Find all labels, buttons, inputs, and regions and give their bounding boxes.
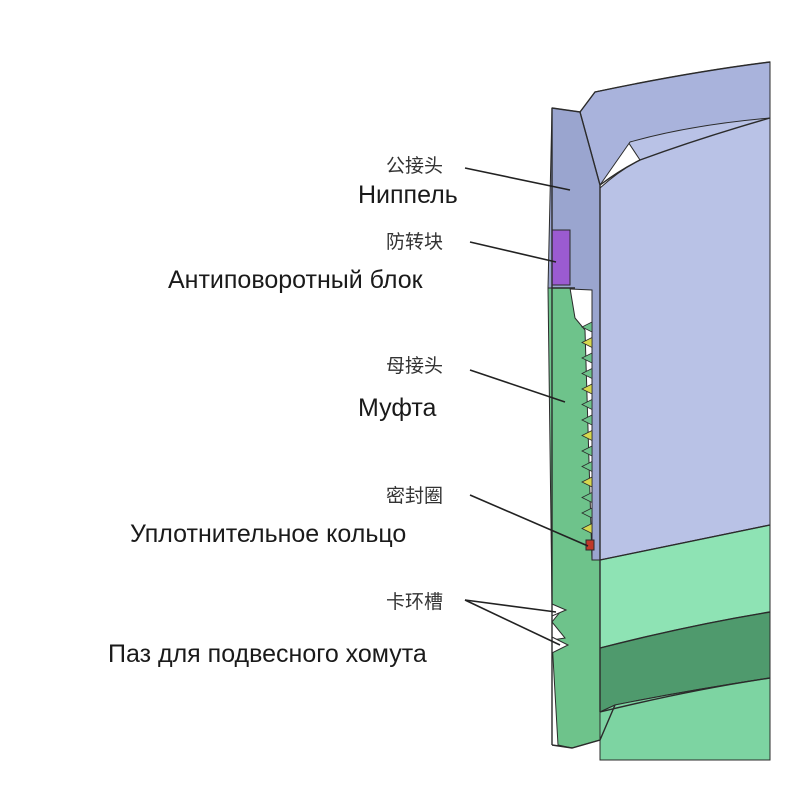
thread-tooth — [581, 367, 593, 380]
nipple-label-ru: Ниппель — [358, 181, 458, 209]
anti-rotation-label-zh: 防转块 — [386, 231, 443, 253]
thread-tooth — [581, 460, 593, 473]
nipple-leader — [464, 167, 571, 191]
thread-tooth — [581, 491, 593, 504]
groove-label-zh: 卡环槽 — [386, 591, 443, 613]
groove-leader-lower — [464, 599, 561, 646]
thread-tooth — [581, 445, 593, 457]
thread-tooth — [581, 336, 593, 349]
box-label-zh: 母接头 — [386, 355, 443, 377]
box-leader — [469, 369, 566, 403]
section-outline — [551, 61, 771, 749]
thread-tooth — [581, 321, 593, 333]
thread-tooth — [581, 383, 593, 395]
seal-label-zh: 密封圈 — [386, 485, 443, 507]
nipple-label-zh: 公接头 — [386, 155, 443, 177]
thread-tooth — [581, 522, 593, 535]
thread-tooth — [581, 414, 593, 426]
anti-rotation-leader — [469, 241, 557, 263]
thread-tooth — [581, 476, 593, 488]
thread-teeth — [581, 321, 593, 535]
anti-rotation-label-ru: Антиповоротный блок — [168, 266, 424, 294]
thread-tooth — [581, 429, 593, 442]
groove-label-ru: Паз для подвесного хомута — [108, 640, 427, 668]
seal-label-ru: Уплотнительное кольцо — [130, 520, 406, 548]
thread-tooth — [581, 507, 593, 519]
anti-rotation-block — [551, 229, 571, 286]
seal-leader — [469, 494, 589, 547]
groove-leader-upper — [464, 599, 557, 613]
thread-tooth — [581, 398, 593, 411]
box-label-ru: Муфта — [358, 394, 437, 422]
thread-tooth — [581, 352, 593, 364]
